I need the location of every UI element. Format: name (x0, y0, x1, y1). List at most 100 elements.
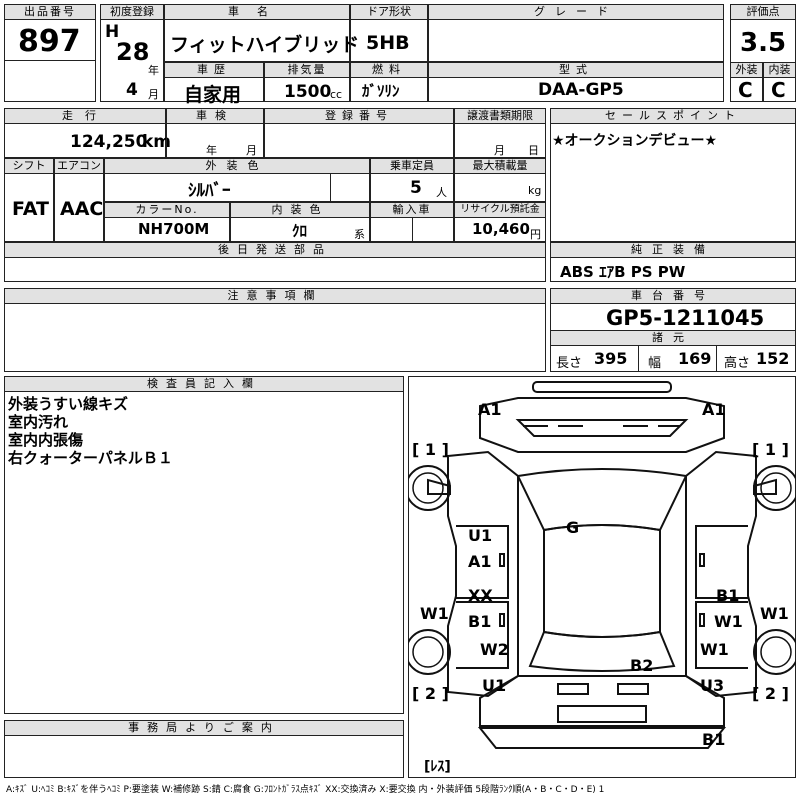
car-diagram-box (408, 376, 796, 778)
remark-line: 外装うすい線キズ (8, 395, 129, 413)
mirror-left (427, 478, 451, 495)
mark-right-rear: W1 (700, 640, 729, 659)
later-parts-label: 後日発送部品 (4, 242, 546, 258)
colorno-label: カラーNo. (104, 202, 230, 218)
door-right-front (695, 525, 748, 599)
intcolor-unit: 系 (354, 228, 365, 241)
colorno-box (104, 202, 230, 242)
legend-text: A:ｷｽﾞ U:ﾍｺﾐ B:ｷｽﾞを伴うﾍｺﾐ P:要塗装 W:補修跡 S:錆 … (6, 785, 605, 795)
int-box (763, 62, 796, 102)
lot-label: 出品番号 (4, 4, 96, 20)
office-label: 事務局よりご案内 (4, 720, 404, 736)
specs-divider-1 (638, 346, 639, 372)
displacement-value: 1500 (284, 82, 332, 102)
recycle-unit: 円 (530, 228, 541, 241)
handle-left-front (499, 553, 505, 567)
mark-left-outer: W1 (420, 604, 449, 623)
inspection-year-unit: 年 (206, 144, 217, 157)
inspection-month-unit: 月 (246, 144, 257, 157)
ac-box (54, 158, 104, 242)
shift-box (4, 158, 54, 242)
colorno-value: NH700M (138, 220, 210, 238)
specs-label: 諸元 (550, 330, 796, 346)
era-label: H (105, 22, 120, 42)
displacement-box (264, 62, 350, 102)
windshield (516, 468, 688, 532)
transfer-box (454, 108, 546, 158)
extcolor-box (104, 158, 370, 202)
import-divider (412, 218, 413, 242)
extcolor-value: ｼﾙﾊﾞｰ (188, 181, 231, 201)
car-diagram (408, 381, 796, 749)
extcolor-label: 外装色 (104, 158, 370, 174)
genuine-equipment-label: 純正装備 (550, 242, 796, 258)
transfer-month-unit: 月 (494, 144, 505, 157)
maxload-box (454, 158, 546, 202)
mark-right-mid2: W1 (714, 612, 743, 631)
mark-right-bottom: U3 (700, 676, 725, 695)
mark-wheel-fr: [ 1 ] (752, 440, 789, 459)
front-bumper (532, 381, 672, 393)
wheel-rear-right (753, 629, 796, 675)
width-label: 幅 (648, 356, 662, 371)
capacity-value: 5 (410, 178, 422, 198)
model-box (428, 62, 724, 102)
sales-point-text: ★オークションデビュー★ (552, 133, 718, 149)
door-value: 5HB (366, 32, 410, 54)
recycle-box (454, 202, 546, 242)
mark-left-mid2: B1 (468, 612, 492, 631)
mirror-right (753, 478, 777, 495)
wheel-front-left-inner (412, 472, 444, 504)
recycle-value: 10,460 (472, 220, 530, 238)
remark-line: 室内汚れ (8, 413, 69, 431)
ext-box (730, 62, 763, 102)
remark-line: 室内内張傷 (8, 431, 84, 449)
capacity-box (370, 158, 454, 202)
car-name-value: フィットハイブリッド (170, 34, 360, 56)
mark-spare: [ﾚｽ] (424, 759, 451, 775)
body-outline-right (685, 450, 757, 698)
car-name-label: 車名 (164, 4, 350, 20)
capacity-unit: 人 (436, 186, 447, 199)
mark-left-upper1: U1 (468, 526, 493, 545)
mark-rear-center: B2 (630, 656, 654, 675)
rear-lamp-left (557, 683, 589, 695)
rear-plate (557, 705, 647, 723)
fuel-value: ｶﾞｿﾘﾝ (362, 82, 400, 100)
length-value: 395 (594, 349, 628, 368)
hood-outline (479, 397, 725, 453)
fuel-box (350, 62, 428, 102)
score-label: 評価点 (730, 4, 796, 20)
lot-value: 897 (18, 24, 81, 59)
extcolor-divider (330, 174, 331, 202)
door-right-rear (695, 601, 748, 669)
mark-wheel-fl: [ 1 ] (412, 440, 449, 459)
door-label: ドア形状 (350, 4, 428, 20)
mark-right-mid1: B1 (716, 586, 740, 605)
year-unit: 年 (148, 64, 159, 77)
history-box (164, 62, 264, 102)
mileage-box (4, 108, 166, 158)
grade-label: グレード (428, 4, 724, 20)
mark-left-upper2: A1 (468, 552, 492, 571)
reg-year-value: 28 (116, 38, 150, 66)
wheel-front-right-inner (760, 472, 792, 504)
height-value: 152 (756, 349, 790, 368)
wheel-rear-left-inner (412, 636, 444, 668)
mileage-value: 124,250 (70, 132, 148, 152)
shift-value: FAT (12, 198, 49, 220)
intcolor-value: ｸﾛ (292, 222, 308, 240)
mileage-label: 走行 (4, 108, 166, 124)
door-left-front (456, 525, 509, 599)
mark-roof: G (566, 518, 580, 537)
model-value: DAA-GP5 (538, 80, 624, 100)
width-value: 169 (678, 349, 712, 368)
inspector-label: 検査員記入欄 (4, 376, 404, 392)
height-label: 高さ (724, 356, 751, 371)
wheel-rear-right-inner (760, 636, 792, 668)
body-outline (447, 450, 519, 698)
sales-point-label: セールスポイント (550, 108, 796, 124)
maxload-unit: kg (528, 184, 542, 197)
intcolor-label: 内装色 (230, 202, 370, 218)
front-panel (515, 419, 689, 437)
